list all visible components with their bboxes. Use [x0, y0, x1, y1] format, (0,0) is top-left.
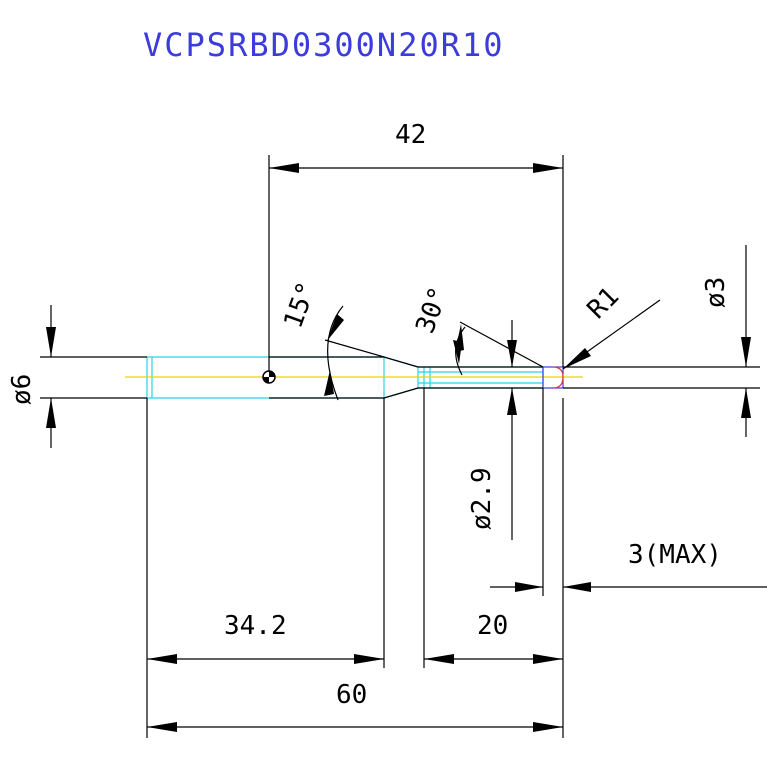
dim-label-342: 34.2	[224, 611, 287, 641]
dim-label-42: 42	[395, 120, 426, 150]
dim-label-30deg: 30°	[410, 283, 454, 337]
dim-shank-diameter: ø6	[7, 305, 147, 448]
dim-label-3max: 3(MAX)	[628, 540, 722, 570]
drawing-title: VCPSRBD0300N20R10	[143, 26, 505, 64]
dim-angle-15: 15°	[278, 278, 385, 401]
dim-label-60: 60	[336, 680, 367, 710]
dim-label-15deg: 15°	[278, 278, 322, 332]
dim-shank-length: 34.2	[146, 398, 385, 738]
dim-label-20: 20	[477, 611, 508, 641]
ball-tip	[542, 366, 564, 389]
dim-overall-length: 60	[147, 680, 563, 732]
dim-reference-length: 42	[268, 120, 564, 372]
datum-mark-icon	[262, 370, 276, 384]
dim-label-phi6: ø6	[7, 374, 37, 405]
dim-label-r1: R1	[582, 282, 625, 325]
dim-angle-30: 30°	[410, 283, 544, 376]
dim-max-tip: 3(MAX)	[490, 388, 767, 596]
dim-radius: R1	[562, 282, 661, 370]
dim-tip-diameter: ø3	[563, 245, 760, 437]
dim-label-phi3: ø3	[701, 277, 731, 308]
dim-label-phi29: ø2.9	[467, 467, 497, 530]
dim-neck-length: 20	[423, 388, 564, 738]
dim-neck-diameter: ø2.9	[467, 320, 517, 540]
